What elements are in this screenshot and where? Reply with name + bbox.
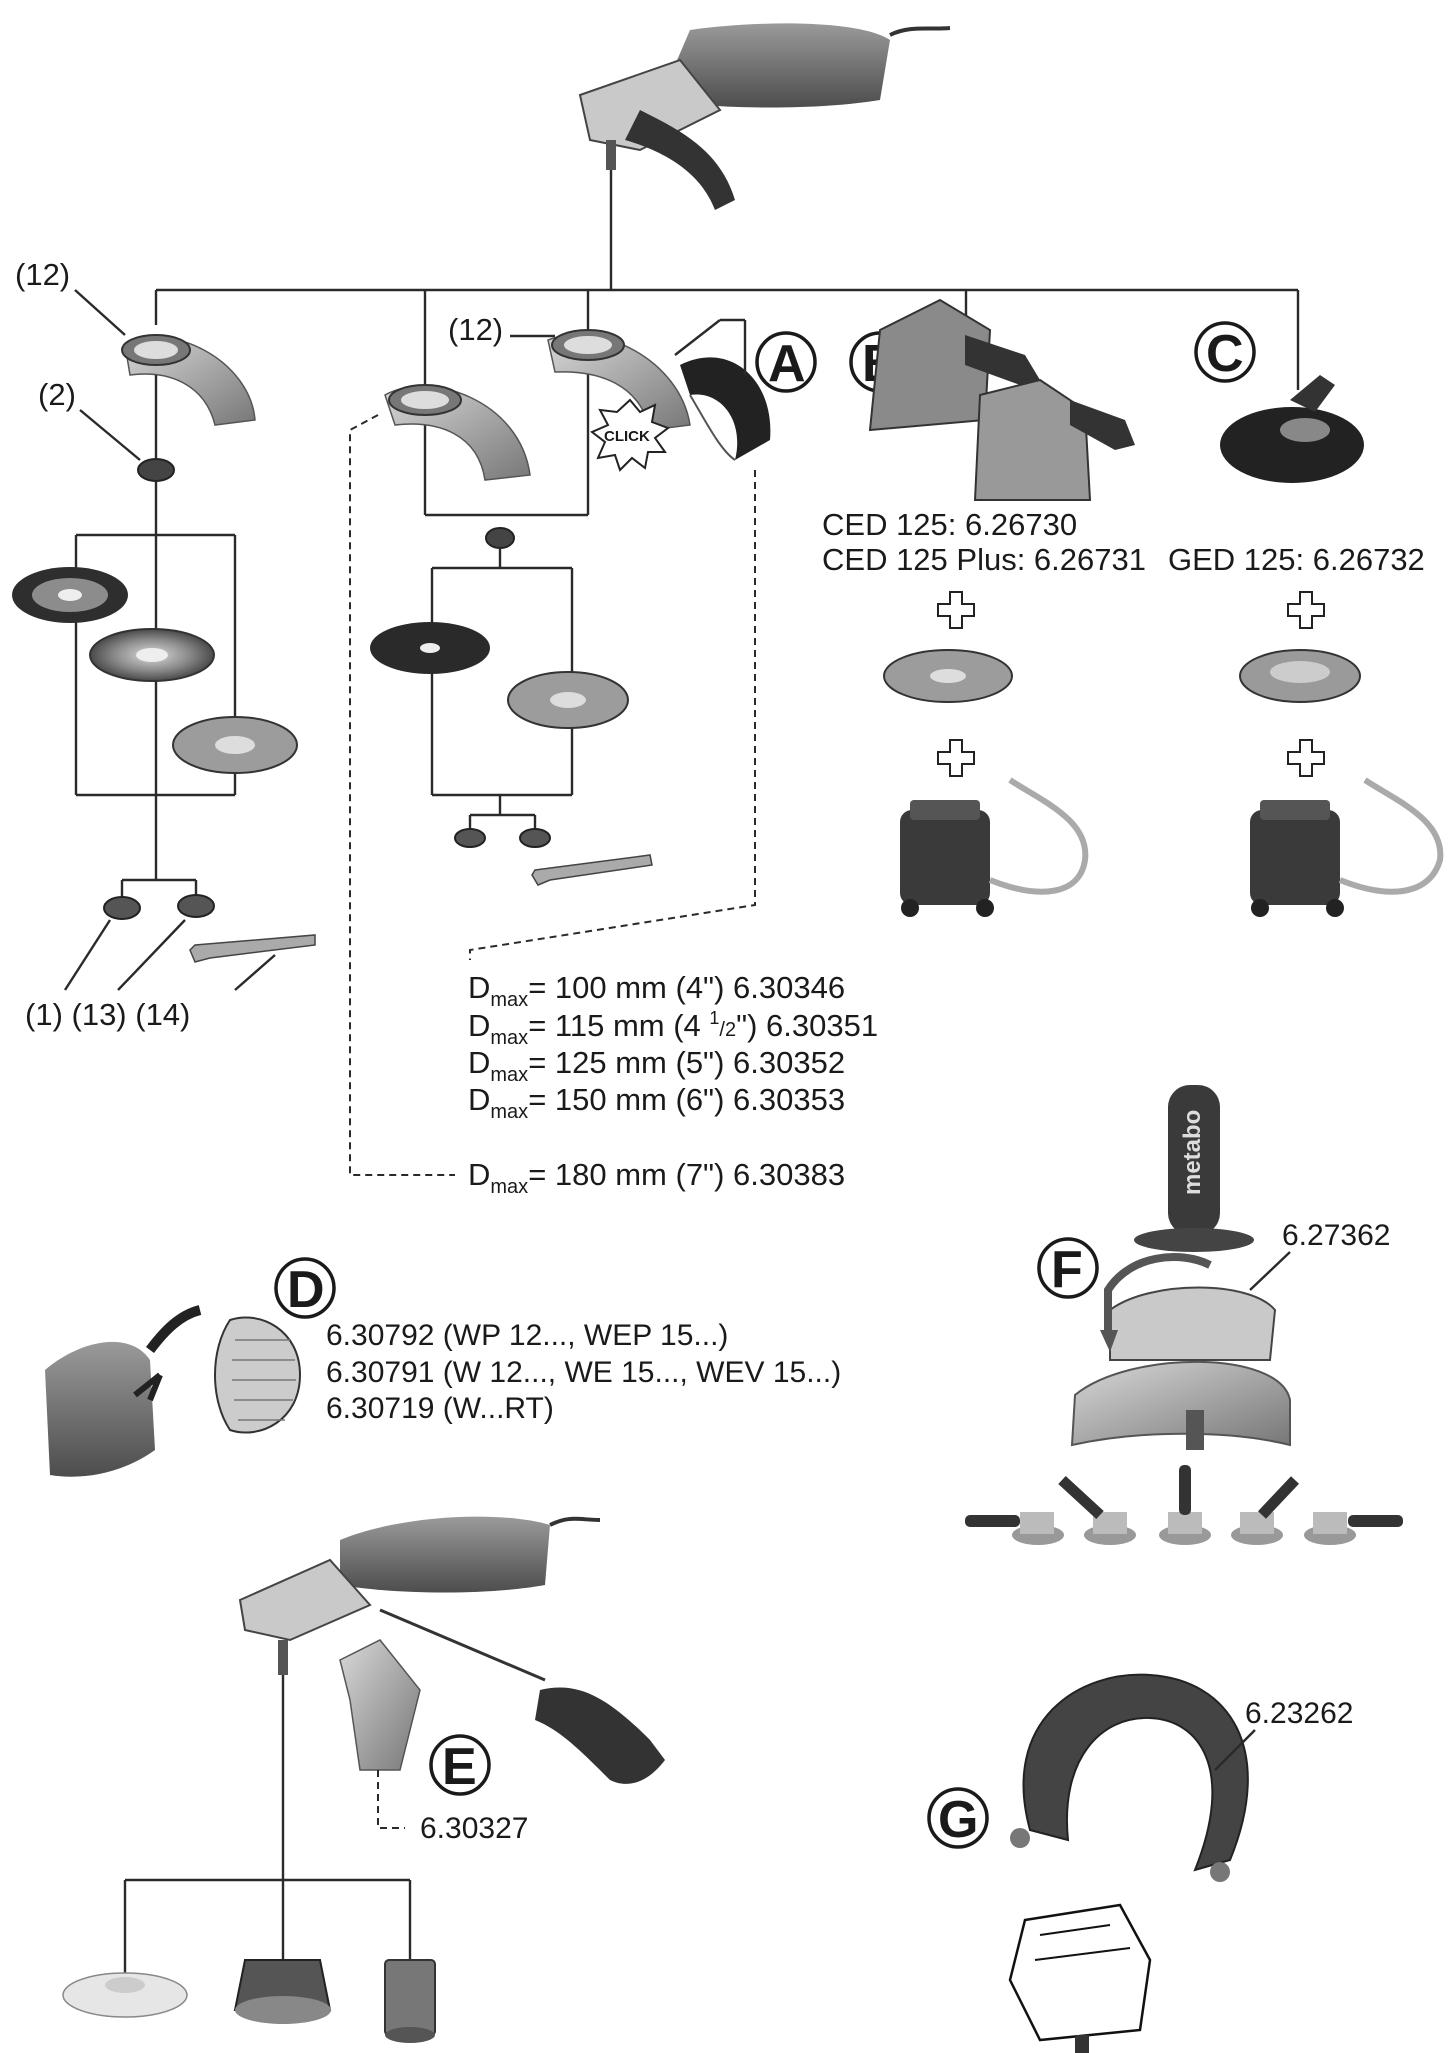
disc-icon bbox=[12, 567, 128, 623]
callout-1-13-14: (1) (13) (14) bbox=[25, 997, 190, 1032]
dust-filter-icon bbox=[214, 1316, 302, 1434]
callout-12-left: (12) bbox=[15, 257, 70, 292]
badge-g bbox=[927, 1787, 989, 1849]
click-icon: CLICK bbox=[590, 398, 671, 472]
diamond-disc-icon bbox=[172, 716, 298, 774]
svg-text:A: A bbox=[768, 335, 806, 393]
handle-position-icon bbox=[1058, 1475, 1136, 1545]
svg-text:CLICK: CLICK bbox=[604, 428, 650, 445]
handle-position-icon bbox=[1231, 1476, 1300, 1545]
guard-list: Dmax= 100 mm (4") 6.30346 Dmax= 115 mm (… bbox=[468, 970, 878, 1198]
filter-ref-2: 6.30791 (W 12..., WE 15..., WEV 15...) bbox=[326, 1356, 841, 1389]
wire-cup-brush-icon bbox=[233, 1959, 332, 2024]
ref-e: 6.30327 bbox=[420, 1812, 528, 1845]
cutting-hood-icon bbox=[868, 298, 1135, 501]
flange-icon bbox=[103, 896, 141, 920]
grinder-f-icon: metabo bbox=[1070, 1085, 1291, 1450]
ced125plus-label: CED 125 Plus: 6.26731 bbox=[822, 542, 1146, 577]
ced125-label: CED 125: 6.26730 bbox=[822, 507, 1077, 542]
guard-row-2: Dmax= 115 mm (4 1/2") 6.30351 bbox=[468, 1008, 878, 1049]
grinder-e-icon bbox=[238, 1516, 601, 1675]
vacuum-icon bbox=[1250, 777, 1444, 917]
handle-position-icon bbox=[1159, 1465, 1211, 1545]
core-bit-icon bbox=[384, 1959, 436, 2043]
grinder-head-icon bbox=[1008, 1903, 1152, 2053]
ged125-label: GED 125: 6.26732 bbox=[1168, 542, 1425, 577]
plus-icon bbox=[1287, 739, 1325, 777]
callout-2: (2) bbox=[38, 377, 76, 412]
cutting-guard-attachment-icon bbox=[680, 357, 771, 461]
badge-e bbox=[429, 1734, 491, 1796]
handle-positions-row bbox=[965, 1465, 1403, 1545]
brand-mark: metabo bbox=[1179, 1110, 1206, 1195]
svg-text:E: E bbox=[442, 1738, 477, 1796]
diamond-disc-icon bbox=[883, 649, 1013, 703]
guard-row-1: Dmax= 100 mm (4") 6.30346 bbox=[468, 970, 845, 1011]
callout-12-mid: (12) bbox=[448, 312, 503, 347]
grinding-hood-icon bbox=[1220, 375, 1364, 483]
ref-f: 6.27362 bbox=[1282, 1219, 1390, 1252]
flange-icon bbox=[454, 828, 486, 848]
flange-icon bbox=[485, 527, 515, 549]
svg-text:F: F bbox=[1051, 1241, 1083, 1299]
wrench-icon bbox=[531, 854, 653, 886]
guard-icon bbox=[121, 334, 256, 426]
svg-text:C: C bbox=[1206, 325, 1244, 383]
grinder-motor-end-icon bbox=[45, 1305, 202, 1477]
flap-disc-icon bbox=[89, 628, 215, 682]
flange-icon bbox=[137, 458, 175, 482]
badge-a bbox=[755, 331, 817, 393]
polishing-pad-icon bbox=[62, 1972, 188, 2018]
guard-row-3: Dmax= 125 mm (5") 6.30352 bbox=[468, 1045, 845, 1086]
plus-icon bbox=[937, 591, 975, 629]
clamp-nut-icon bbox=[519, 828, 551, 848]
svg-text:D: D bbox=[287, 1261, 325, 1319]
guard-row-5: Dmax= 180 mm (7") 6.30383 bbox=[468, 1157, 845, 1198]
diamond-cup-wheel-icon bbox=[1239, 649, 1361, 703]
ref-g: 6.23262 bbox=[1245, 1697, 1353, 1730]
wrench-icon bbox=[189, 934, 316, 963]
cut-off-disc-icon bbox=[370, 622, 490, 674]
filter-ref-1: 6.30792 (WP 12..., WEP 15...) bbox=[326, 1319, 728, 1352]
badge-d bbox=[274, 1257, 336, 1319]
bow-handle-icon bbox=[1010, 1673, 1249, 1882]
vacuum-icon bbox=[900, 777, 1089, 917]
clamp-nut-icon bbox=[177, 894, 215, 918]
svg-text:G: G bbox=[938, 1791, 978, 1849]
guard-row-4: Dmax= 150 mm (6") 6.30353 bbox=[468, 1082, 845, 1123]
handle-position-icon bbox=[1304, 1512, 1403, 1545]
filter-ref-3: 6.30719 (W...RT) bbox=[326, 1392, 554, 1425]
diamond-disc-icon bbox=[507, 671, 629, 729]
handle-position-icon bbox=[965, 1512, 1064, 1545]
badge-c bbox=[1194, 321, 1256, 383]
main-grinder-icon bbox=[578, 23, 951, 210]
plus-icon bbox=[937, 739, 975, 777]
guard-icon bbox=[384, 384, 531, 481]
side-handle-icon bbox=[379, 1608, 665, 1784]
plus-icon bbox=[1287, 591, 1325, 629]
badge-f bbox=[1037, 1237, 1099, 1299]
hand-guard-icon bbox=[339, 1639, 421, 1771]
